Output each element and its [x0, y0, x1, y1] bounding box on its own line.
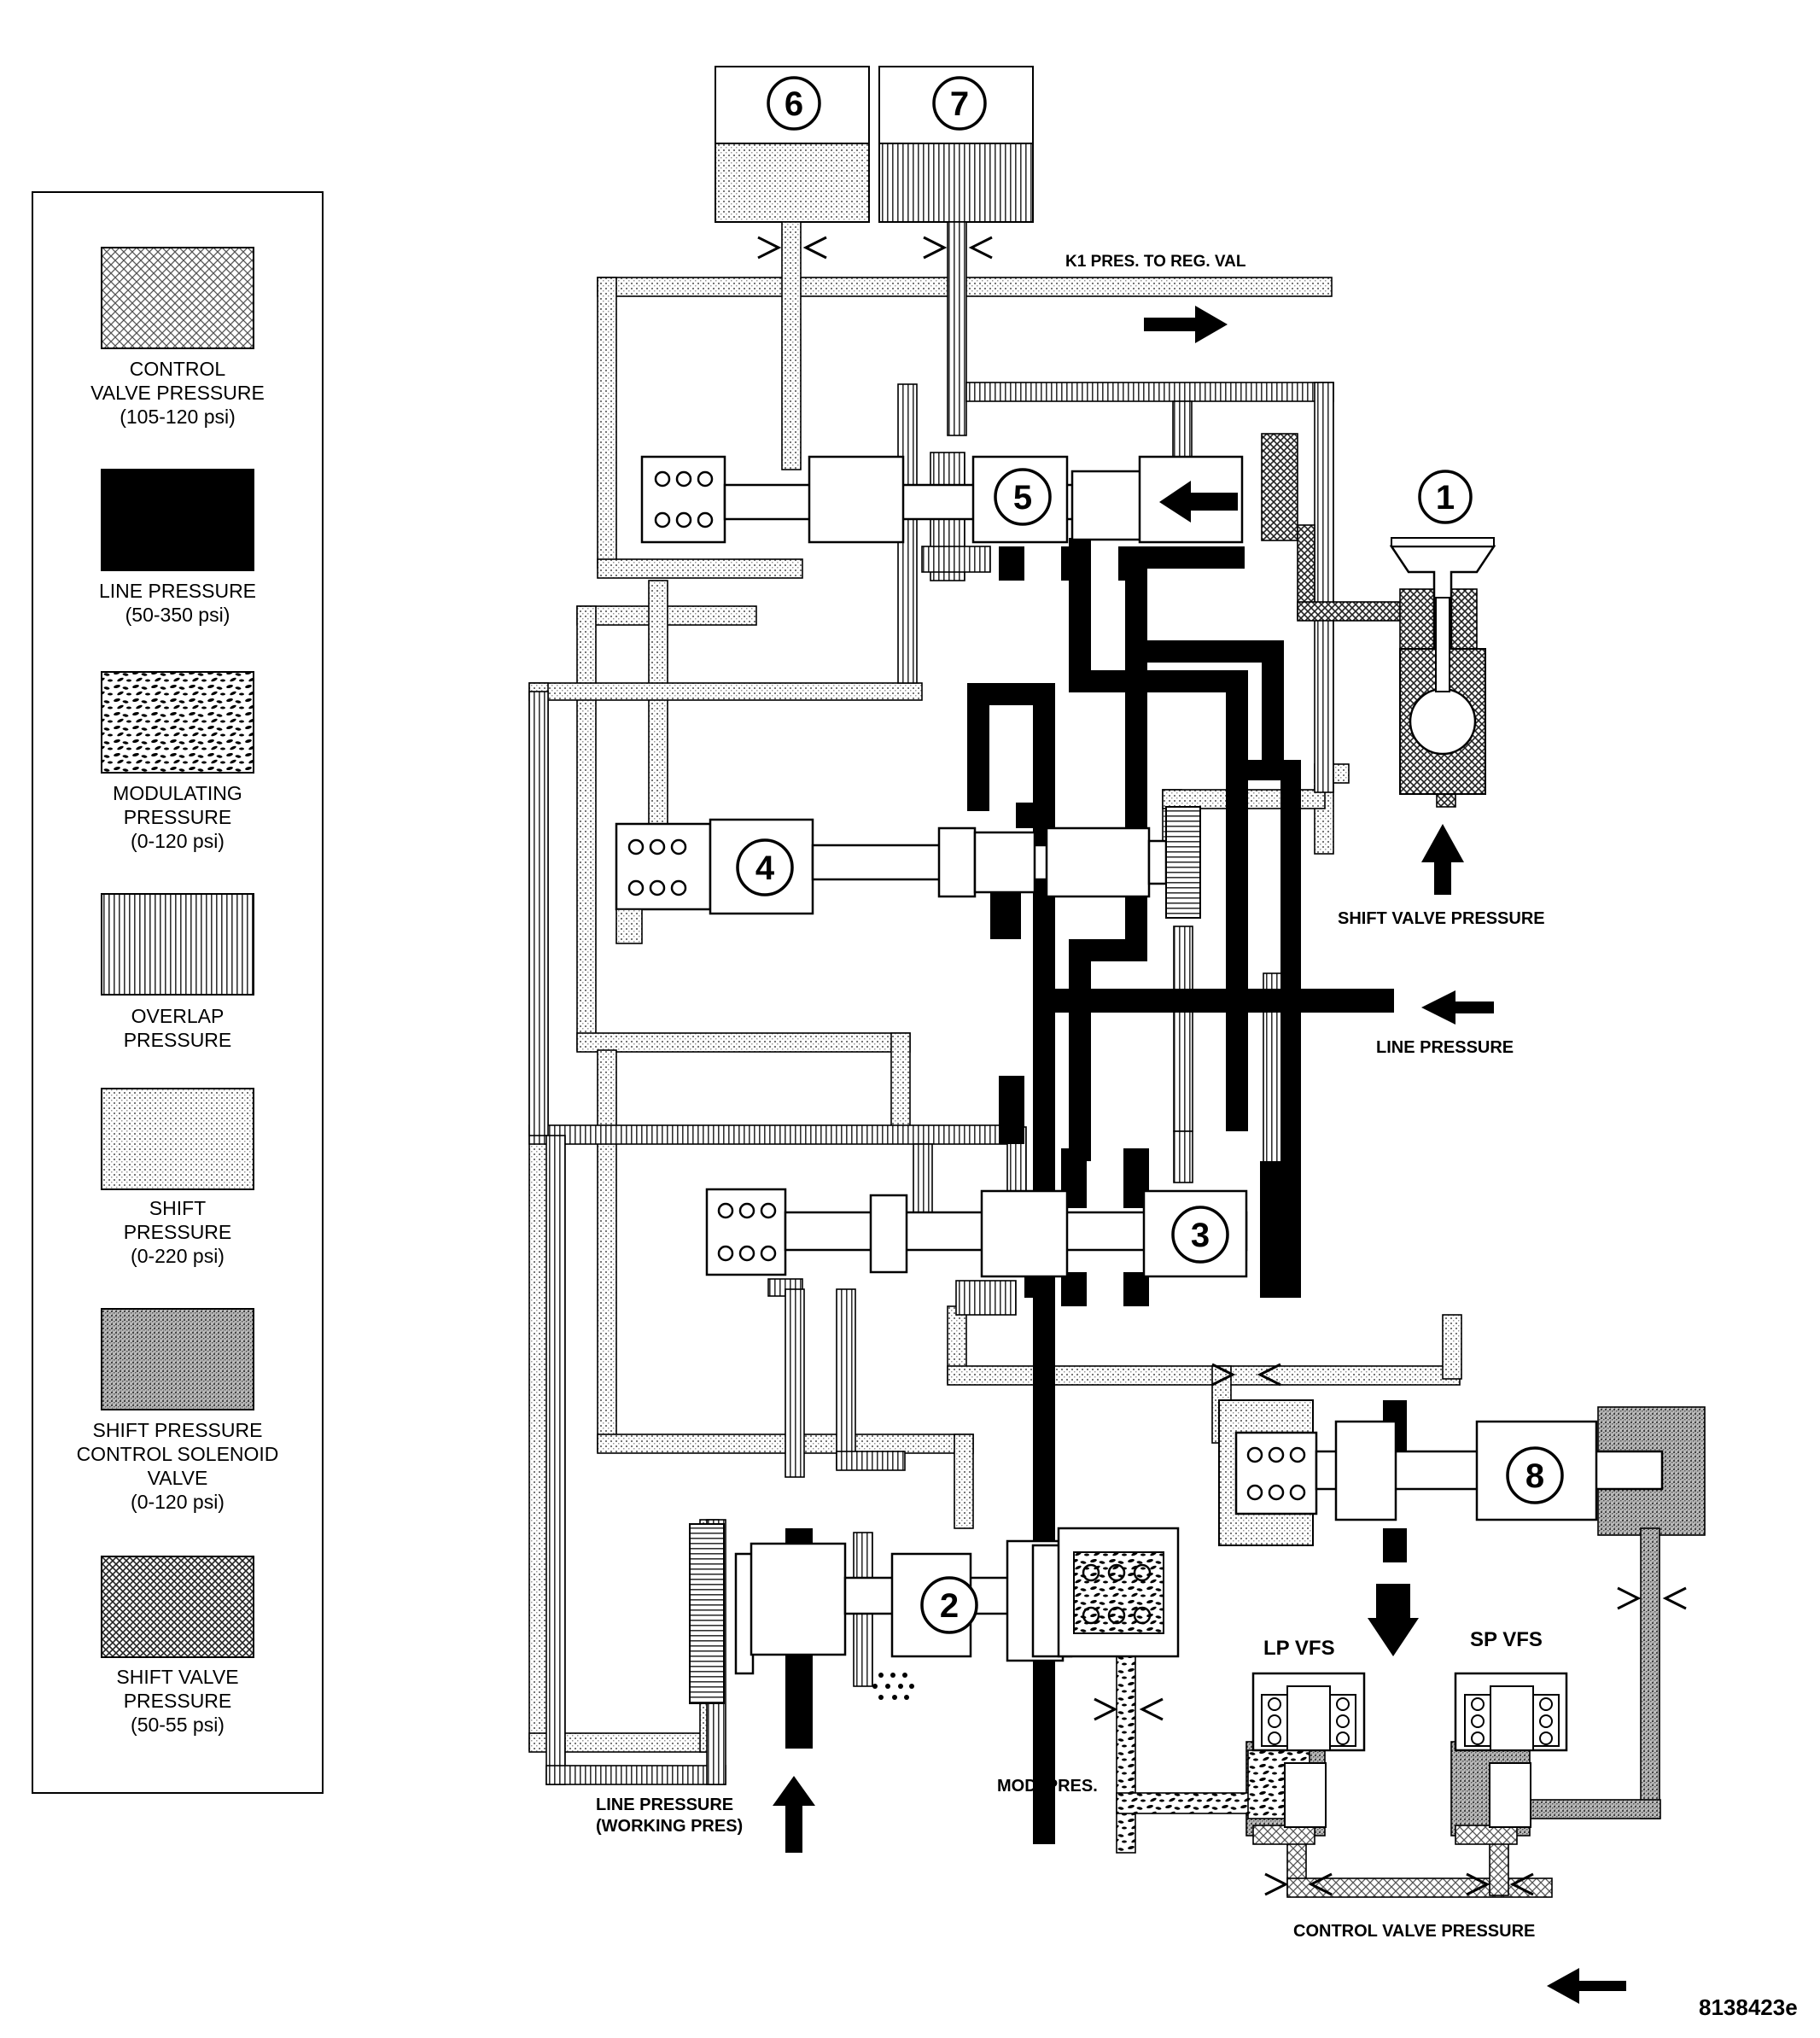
callout-7: 7: [950, 85, 969, 123]
legend-text: (0-120 psi): [131, 1491, 225, 1513]
callout-4: 4: [755, 850, 775, 887]
diagram-labels: K1 PRES. TO REG. VAL SHIFT VALVE PRESSUR…: [596, 253, 1798, 2020]
legend-text: CONTROL SOLENOID: [77, 1443, 279, 1465]
legend-text: VALVE: [148, 1467, 208, 1489]
k1-label: K1 PRES. TO REG. VAL: [1065, 253, 1246, 271]
legend-text: (105-120 psi): [120, 406, 236, 428]
legend-swatch-modulating: [101, 671, 254, 774]
legend-swatch-shift-valve: [101, 1556, 254, 1658]
working-pressure-label-sub: (WORKING PRES): [596, 1817, 743, 1836]
control-valve-arrow: [1547, 1968, 1626, 2004]
legend-text: PRESSURE: [124, 1221, 232, 1243]
sp-vfs-label: SP VFS: [1470, 1628, 1543, 1651]
legend-text: PRESSURE: [124, 1690, 232, 1712]
mod-pres-label: MOD. PRES.: [997, 1777, 1098, 1796]
legend-text: SHIFT VALVE: [116, 1666, 238, 1688]
legend-text: PRESSURE: [124, 1029, 232, 1051]
clutch-7: [878, 66, 1034, 223]
line-pressure-arrow: [1421, 990, 1494, 1025]
sp-vfs-solenoid: [1454, 1672, 1568, 1828]
figure-id: 8138423e: [1699, 1994, 1798, 2020]
callout-2: 2: [940, 1587, 959, 1625]
working-pressure-arrow: [773, 1776, 815, 1853]
exhaust-spray: [872, 1673, 914, 1700]
callout-1: 1: [1436, 479, 1455, 517]
legend-text: VALVE PRESSURE: [90, 382, 265, 404]
legend-text: LINE PRESSURE: [99, 580, 256, 602]
callouts: 1 2 3 4 5 6 7 8: [736, 76, 1564, 1634]
valve-1: [1389, 537, 1496, 895]
valve-4: [615, 806, 1201, 944]
legend-swatch-solenoid: [101, 1308, 254, 1410]
overlap-pressure-passages: [528, 221, 1334, 1785]
legend-text: (50-55 psi): [131, 1714, 225, 1736]
legend-text: CONTROL: [130, 358, 226, 380]
callout-5: 5: [1013, 479, 1032, 517]
valve-5: [640, 455, 1244, 544]
lp-vfs-solenoid: [1251, 1672, 1366, 1828]
legend-text: SHIFT: [149, 1197, 206, 1219]
legend-text: SHIFT PRESSURE: [93, 1419, 263, 1441]
legend: CONTROL VALVE PRESSURE (105-120 psi) LIN…: [32, 191, 324, 1794]
legend-swatch-line-pressure: [101, 469, 254, 571]
orifice-marks: [757, 236, 1687, 1896]
valve-3: [705, 1188, 1248, 1278]
legend-text: (50-350 psi): [125, 604, 230, 626]
legend-text: MODULATING: [113, 782, 242, 804]
legend-swatch-overlap: [101, 893, 254, 996]
legend-text: OVERLAP: [131, 1005, 225, 1027]
legend-text: PRESSURE: [124, 806, 232, 828]
control-valve-passages: [1252, 1825, 1553, 1898]
line-pressure-label: LINE PRESSURE: [1376, 1038, 1514, 1057]
legend-text: (0-220 psi): [131, 1245, 225, 1267]
control-valve-pressure-label: CONTROL VALVE PRESSURE: [1293, 1922, 1535, 1941]
callout-6: 6: [785, 85, 803, 123]
k1-arrow: [1144, 306, 1228, 343]
callout-8: 8: [1525, 1457, 1544, 1495]
shift-valve-pressure-label: SHIFT VALVE PRESSURE: [1338, 909, 1545, 928]
flow-arrows: [773, 306, 1626, 2004]
legend-swatch-shift: [101, 1088, 254, 1190]
working-pressure-label: LINE PRESSURE: [596, 1796, 733, 1814]
lp-vfs-label: LP VFS: [1263, 1637, 1335, 1660]
valve-8: [1218, 1399, 1664, 1656]
valve-2: [689, 1523, 1180, 1704]
legend-swatch-control-valve: [101, 247, 254, 349]
legend-text: (0-120 psi): [131, 830, 225, 852]
callout-3: 3: [1191, 1217, 1210, 1254]
